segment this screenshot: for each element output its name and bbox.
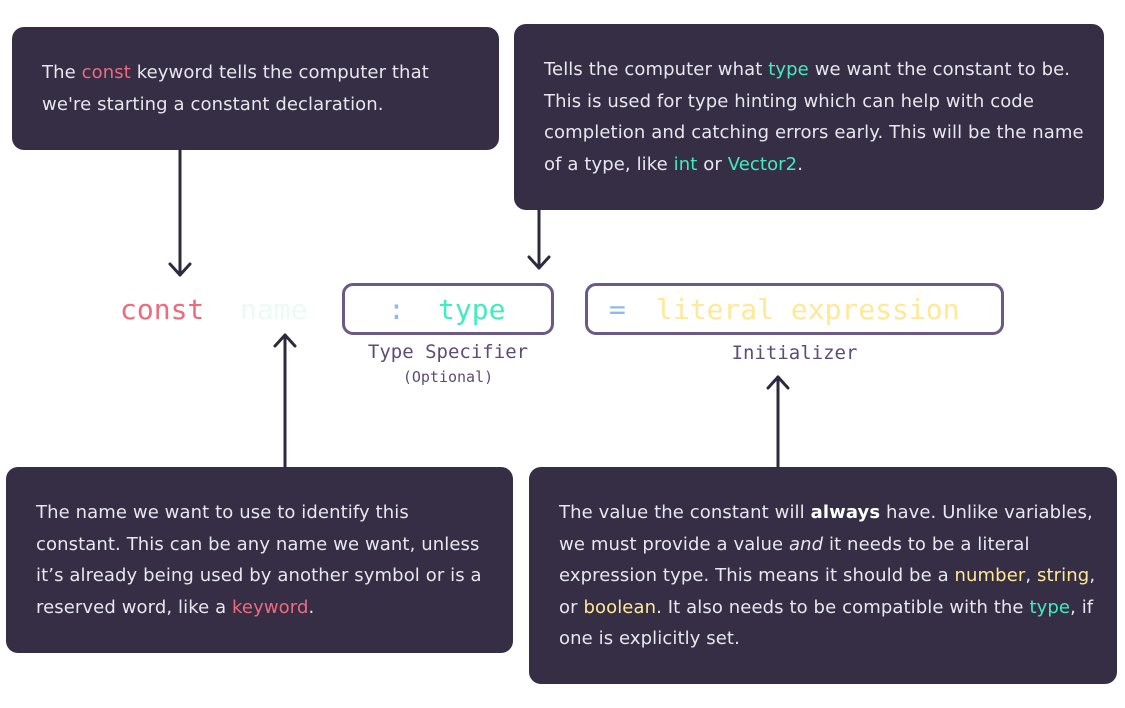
label-initializer: Initializer: [731, 342, 858, 364]
label-optional: (Optional): [402, 368, 494, 386]
callout-name: The name we want to use to identify this…: [6, 467, 513, 653]
type-specifier-frame: [342, 283, 554, 335]
code-literal-expression: literal expression: [656, 293, 960, 326]
literal-string: string: [1037, 565, 1090, 586]
callout-type-text: Tells the computer what type we want the…: [544, 59, 1084, 175]
code-name: name: [240, 293, 308, 326]
callout-name-text: The name we want to use to identify this…: [36, 502, 482, 618]
type-example-int: int: [673, 153, 698, 175]
type-example-vector2: Vector2: [727, 153, 798, 175]
initializer-frame: [585, 283, 1004, 335]
code-const-keyword: const: [120, 293, 205, 326]
emphasis-always: always: [810, 502, 881, 523]
code-type: type: [438, 293, 506, 326]
callout-const-text: The const keyword tells the computer tha…: [42, 62, 429, 115]
literal-boolean: boolean: [583, 596, 657, 618]
arrow-const: [168, 148, 192, 277]
callout-initializer-text: The value the constant will always have.…: [559, 502, 1096, 649]
type-highlight: type: [768, 59, 809, 80]
keyword-highlight: keyword: [232, 596, 309, 618]
label-type-specifier: Type Specifier: [367, 341, 529, 363]
keyword-highlight: const: [81, 62, 131, 83]
code-colon: :: [388, 293, 405, 326]
arrow-name: [273, 333, 297, 469]
arrow-type: [527, 208, 551, 270]
code-equals: =: [609, 293, 626, 326]
emphasis-and: and: [788, 533, 824, 555]
literal-number: number: [954, 565, 1026, 586]
type-highlight: type: [1029, 596, 1071, 618]
callout-type-specifier: Tells the computer what type we want the…: [514, 24, 1104, 210]
arrow-initializer: [766, 375, 790, 469]
callout-const-keyword: The const keyword tells the computer tha…: [12, 27, 499, 150]
callout-initializer: The value the constant will always have.…: [529, 467, 1117, 684]
